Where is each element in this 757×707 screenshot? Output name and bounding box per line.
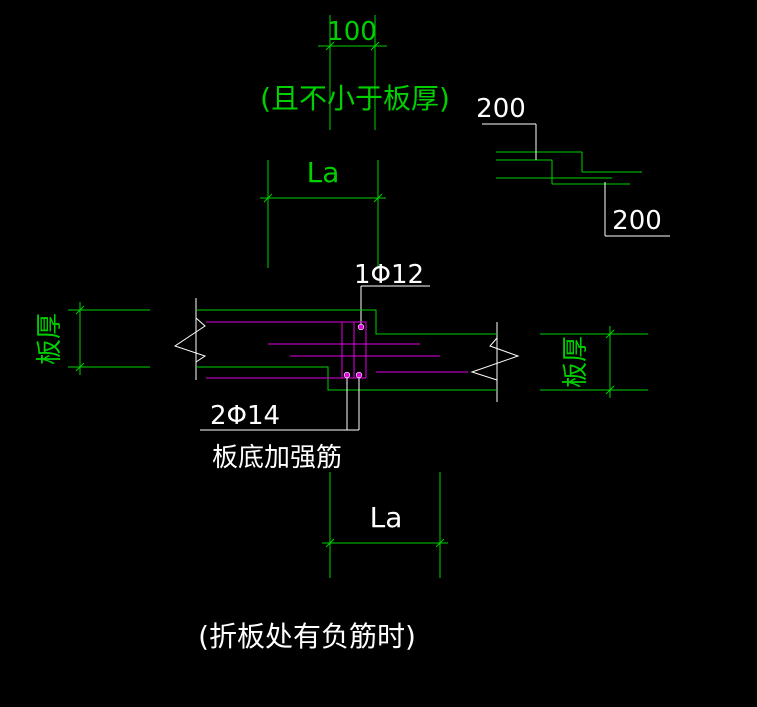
rebar-top-label: 1Φ12 — [354, 260, 424, 290]
dimension-la-bottom — [322, 472, 448, 578]
dimension-la-top-label: La — [307, 156, 340, 189]
dimension-200-bottom-label: 200 — [612, 206, 662, 236]
rebar-dot-top — [357, 323, 365, 331]
dimension-la-top — [260, 160, 386, 268]
slab-thickness-right-label: 板厚 — [561, 336, 591, 388]
dimension-100 — [318, 15, 387, 130]
dimension-200-top-label: 200 — [476, 94, 526, 124]
slab-thickness-left-label: 板厚 — [35, 313, 65, 365]
slab-thickness-left-dim — [68, 302, 150, 375]
drawing-caption: (折板处有负筋时) — [198, 620, 416, 653]
slab-outline — [173, 298, 520, 402]
min-thickness-note: (且不小于板厚) — [260, 82, 450, 115]
rebar-callout-top — [360, 285, 430, 326]
rebar-dot-bottom-right — [355, 371, 363, 379]
rebar-lines — [206, 321, 468, 379]
rebar-bottom-label: 2Φ14 — [210, 401, 280, 431]
offset-detail — [482, 123, 670, 237]
rebar-dot-bottom-left — [343, 371, 351, 379]
dimension-100-label: 100 — [327, 17, 377, 47]
slab-thickness-right-dim — [540, 326, 648, 398]
dimension-la-bottom-label: La — [370, 501, 403, 534]
bottom-reinforcement-label: 板底加强筋 — [212, 443, 342, 473]
rebar-callout-bottom — [200, 378, 360, 431]
